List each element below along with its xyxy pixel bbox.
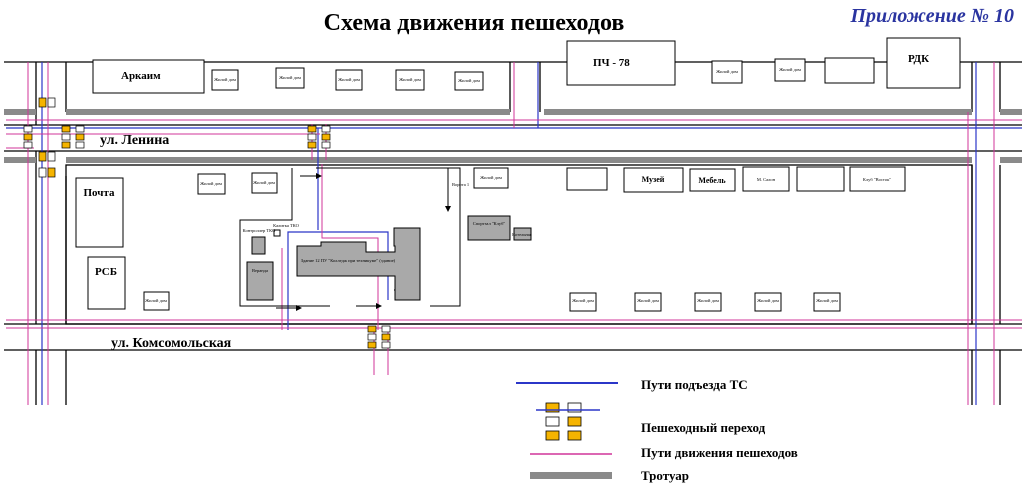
page-title: Схема движения пешеходов	[324, 10, 625, 36]
building-school: Здание 12 ПУ "Колледж при техникуме" (зд…	[301, 258, 396, 263]
residential-label: Жилой дом	[637, 298, 659, 303]
buildings-north	[92, 37, 961, 94]
building-pochta: Почта	[83, 187, 115, 199]
residential-label: Жилой дом	[338, 77, 360, 82]
building-m-salon: М. Салон	[757, 177, 776, 182]
residential-label: Жилой дом	[214, 77, 236, 82]
street-komsomolskaya: ул. Комсомольская	[111, 336, 232, 351]
legend-vehicles: Пути подъезда ТС	[641, 377, 748, 392]
residential-label: Жилой дом	[399, 77, 421, 82]
road-lines	[4, 61, 1022, 405]
residential-label: Жилой дом	[480, 175, 502, 180]
residential-label: Жилой дом	[145, 298, 167, 303]
residential-label: Жилой дом	[253, 180, 275, 185]
legend-sidewalk-swatch	[530, 472, 612, 479]
building-rdk: РДК	[908, 53, 929, 65]
building-kotelnaya: Котельная	[512, 232, 532, 237]
building-klub: Клуб "Восток"	[863, 177, 891, 182]
residential-label: Жилой дом	[279, 75, 301, 80]
building-rsb: РСБ	[95, 266, 117, 278]
crossings	[23, 97, 391, 349]
building-muzey: Музей	[642, 175, 665, 184]
buildings-block	[75, 166, 906, 312]
driveway-arrows	[296, 173, 451, 311]
building-pch78: ПЧ - 78	[593, 57, 630, 69]
appendix-label: Приложение № 10	[849, 5, 1014, 27]
legend: Пути подъезда ТС Пешеходный переход Пути…	[516, 377, 798, 483]
residential-label: Жилой дом	[716, 69, 738, 74]
residential-label: Жилой дом	[779, 67, 801, 72]
street-lenina: ул. Ленина	[100, 133, 169, 148]
building-veranda: Веранда	[252, 268, 268, 273]
sidewalks	[4, 109, 1022, 163]
residential-label: Жилой дом	[757, 298, 779, 303]
residential-label: Жилой дом	[572, 298, 594, 303]
building-kontroller: Контроллер ТКО	[243, 228, 276, 233]
buildings-filled	[246, 215, 532, 301]
legend-pedestrians: Пути движения пешеходов	[641, 445, 798, 460]
residential-label: Жилой дом	[458, 78, 480, 83]
building-korpus: Спортзал "Клуб"	[473, 221, 506, 226]
entrance-left-label: Калитка ТКО	[273, 223, 299, 228]
entrance-top-label: Ворота 1	[452, 182, 469, 187]
legend-crossing-swatch	[536, 402, 600, 441]
residential-label: Жилой дом	[697, 298, 719, 303]
building-mebel: Мебель	[698, 176, 726, 185]
residential-label: Жилой дом	[200, 181, 222, 186]
legend-sidewalk: Тротуар	[641, 468, 689, 483]
building-arkaim: Аркаим	[121, 70, 161, 82]
residential-label: Жилой дом	[816, 298, 838, 303]
legend-crossing: Пешеходный переход	[641, 420, 766, 435]
